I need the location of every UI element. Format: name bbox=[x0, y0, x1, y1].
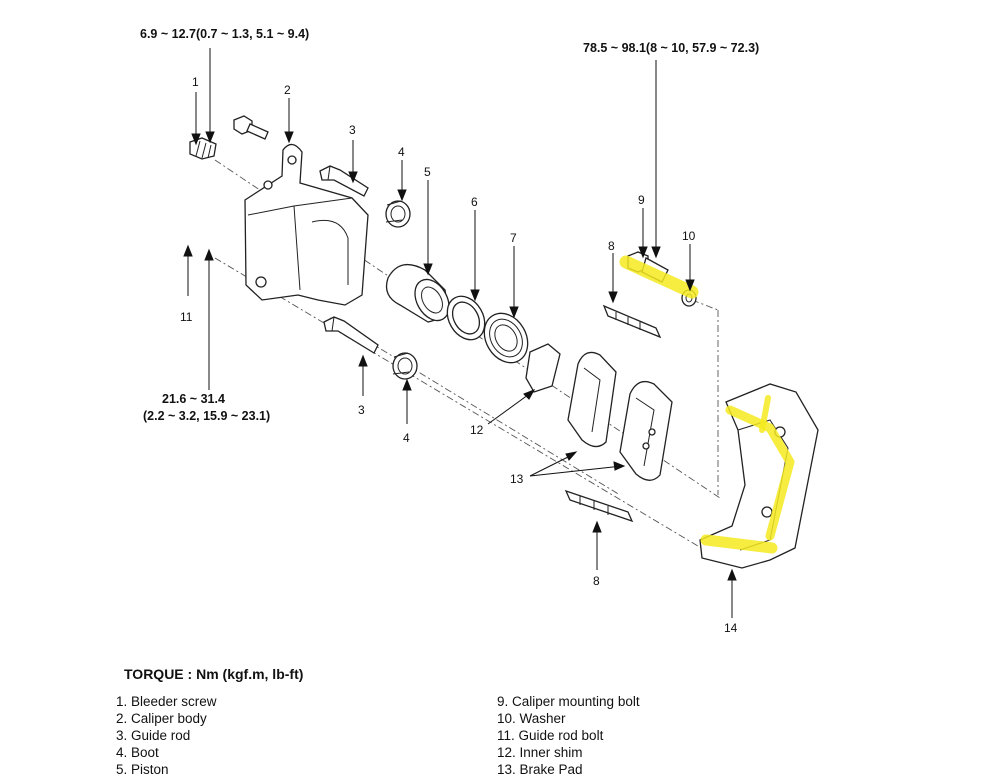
pad-retainer-lower bbox=[564, 489, 634, 523]
callout-8-lower: 8 bbox=[593, 574, 600, 588]
legend-item: 13. Brake Pad bbox=[497, 762, 583, 777]
torque-label-bleeder: 6.9 ~ 12.7(0.7 ~ 1.3, 5.1 ~ 9.4) bbox=[140, 27, 309, 41]
legend-list-right: 9. Caliper mounting bolt 10. Washer 11. … bbox=[497, 693, 640, 778]
pad-retainer-upper bbox=[602, 304, 662, 339]
callout-14: 14 bbox=[724, 621, 738, 635]
callout-1: 1 bbox=[192, 75, 199, 89]
legend-item: 5. Piston bbox=[116, 762, 169, 777]
callout-7: 7 bbox=[510, 231, 517, 245]
legend-item: 11. Guide rod bolt bbox=[497, 728, 604, 743]
callout-3-lower: 3 bbox=[358, 403, 365, 417]
callout-3-upper: 3 bbox=[349, 123, 356, 137]
callout-10: 10 bbox=[682, 229, 696, 243]
brake-pad-inner bbox=[567, 351, 617, 448]
callout-9: 9 bbox=[638, 193, 645, 207]
callout-6: 6 bbox=[471, 195, 478, 209]
callout-4-lower: 4 bbox=[403, 431, 410, 445]
torque-label-guide-bolt-nm: 21.6 ~ 31.4 bbox=[162, 392, 225, 406]
callout-11: 11 bbox=[180, 310, 193, 324]
legend-item: 4. Boot bbox=[116, 745, 159, 760]
piston-seal bbox=[446, 295, 486, 341]
callout-13: 13 bbox=[510, 472, 524, 486]
legend-item: 2. Caliper body bbox=[116, 711, 207, 726]
guide-rod-lower bbox=[323, 316, 379, 354]
highlight-marks bbox=[619, 255, 795, 554]
callout-4-upper: 4 bbox=[398, 145, 405, 159]
torque-label-guide-bolt-conversions: (2.2 ~ 3.2, 15.9 ~ 23.1) bbox=[143, 409, 270, 423]
piston bbox=[385, 263, 450, 323]
callout-5: 5 bbox=[424, 165, 431, 179]
legend-item: 12. Inner shim bbox=[497, 745, 583, 760]
legend-title: TORQUE : Nm (kgf.m, lb-ft) bbox=[124, 666, 304, 682]
inner-shim bbox=[525, 343, 561, 393]
torque-label-mounting-bolt: 78.5 ~ 98.1(8 ~ 10, 57.9 ~ 72.3) bbox=[583, 41, 759, 55]
callout-8-upper: 8 bbox=[608, 239, 615, 253]
brake-pad-outer bbox=[619, 380, 673, 481]
bleeder-screw bbox=[189, 137, 217, 160]
brake-caliper-exploded-diagram: 6.9 ~ 12.7(0.7 ~ 1.3, 5.1 ~ 9.4) 78.5 ~ … bbox=[140, 27, 819, 635]
guide-rod-upper bbox=[319, 165, 369, 197]
boot-lower bbox=[392, 352, 418, 380]
caliper-bolt bbox=[233, 115, 269, 140]
legend-item: 9. Caliper mounting bolt bbox=[497, 694, 640, 709]
callout-2: 2 bbox=[284, 83, 291, 97]
boot-upper bbox=[385, 200, 411, 228]
legend-list-left: 1. Bleeder screw 2. Caliper body 3. Guid… bbox=[116, 693, 217, 778]
legend-item: 3. Guide rod bbox=[116, 728, 191, 743]
legend-item: 10. Washer bbox=[497, 711, 566, 726]
legend-item: 1. Bleeder screw bbox=[116, 694, 217, 709]
callout-12: 12 bbox=[470, 423, 484, 437]
piston-boot bbox=[483, 312, 529, 364]
callout-leaders bbox=[183, 48, 737, 618]
caliper-body bbox=[244, 143, 369, 306]
